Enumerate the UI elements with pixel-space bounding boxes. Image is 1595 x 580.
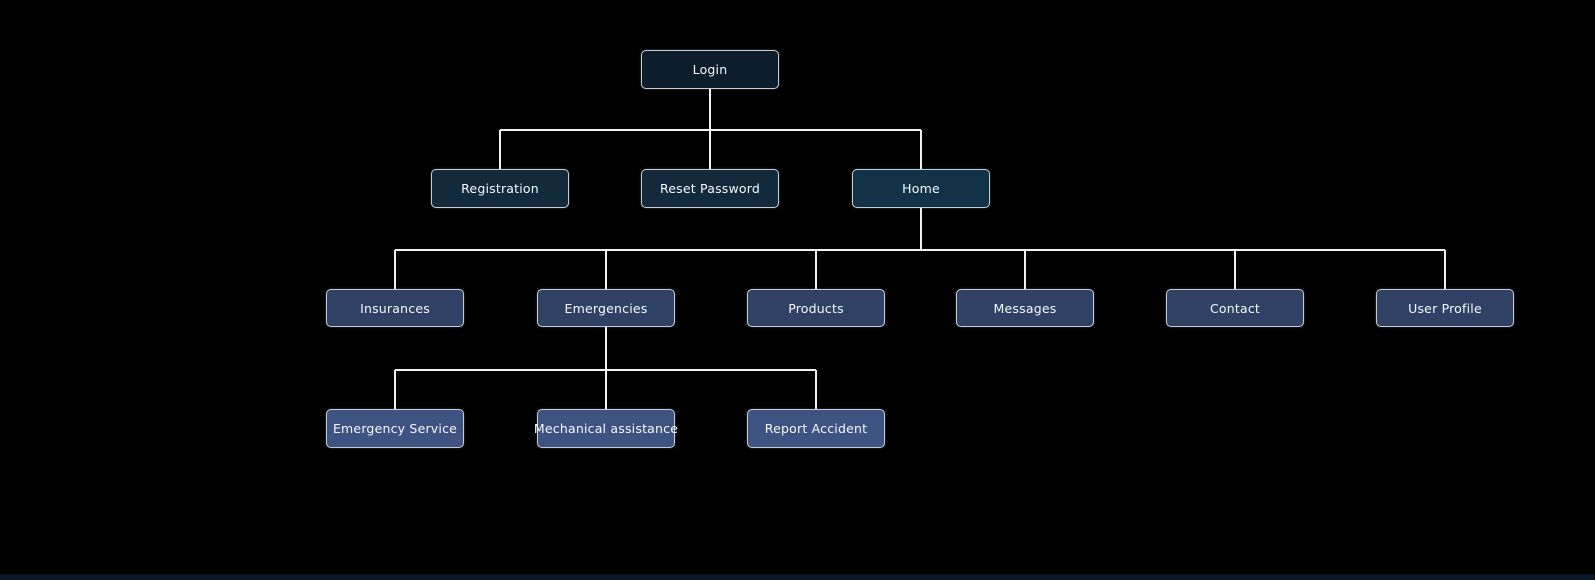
node-label: Emergencies [564, 300, 648, 316]
node-label: Mechanical assistance [533, 421, 679, 436]
node-emergencies[interactable]: Emergencies [537, 289, 675, 327]
node-report-accident[interactable]: Report Accident [747, 409, 885, 448]
node-insurances[interactable]: Insurances [326, 289, 464, 327]
node-login[interactable]: Login [641, 50, 779, 89]
node-label: User Profile [1408, 300, 1482, 316]
node-registration[interactable]: Registration [431, 169, 569, 208]
node-label: Insurances [360, 300, 430, 316]
node-messages[interactable]: Messages [956, 289, 1094, 327]
node-label: Login [692, 62, 728, 77]
node-label: Home [902, 181, 940, 196]
node-user-profile[interactable]: User Profile [1376, 289, 1514, 327]
node-home[interactable]: Home [852, 169, 990, 208]
node-label: Contact [1209, 300, 1261, 316]
node-emergency-service[interactable]: Emergency Service [326, 409, 464, 448]
node-label: Products [788, 300, 844, 316]
node-contact[interactable]: Contact [1166, 289, 1304, 327]
bottom-strip [0, 574, 1595, 580]
node-label: Messages [993, 300, 1057, 316]
node-label: Report Accident [764, 421, 868, 436]
node-products[interactable]: Products [747, 289, 885, 327]
node-label: Registration [461, 181, 539, 196]
node-mechanical-assistance[interactable]: Mechanical assistance [533, 409, 679, 448]
node-reset-password[interactable]: Reset Password [641, 169, 779, 208]
node-label: Emergency Service [332, 421, 458, 436]
node-label: Reset Password [659, 181, 761, 196]
